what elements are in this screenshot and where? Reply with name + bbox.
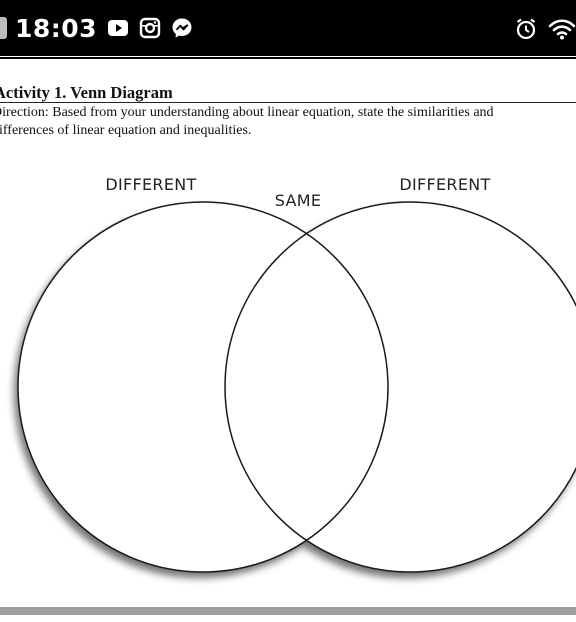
venn-right-circle <box>225 202 576 572</box>
messenger-icon <box>171 17 193 39</box>
venn-right-label: DIFFERENT <box>399 175 490 194</box>
venn-diagram: DIFFERENT SAME DIFFERENT <box>17 175 576 573</box>
back-icon[interactable] <box>0 17 7 39</box>
youtube-icon <box>107 17 129 39</box>
direction-line-1: Direction: Based from your understanding… <box>0 105 494 120</box>
instagram-icon <box>139 17 161 39</box>
venn-left-label: DIFFERENT <box>105 175 196 194</box>
status-time: 18:03 <box>15 13 98 43</box>
direction-line-2: differences of linear equation and inequ… <box>0 123 252 138</box>
alarm-icon <box>514 17 536 40</box>
page-title: Activity 1. Venn Diagram <box>0 83 173 102</box>
status-right <box>514 8 576 48</box>
wifi-icon <box>548 17 576 40</box>
status-separator <box>0 57 576 59</box>
status-bar: 18:03 <box>0 0 576 56</box>
direction-text: Direction: Based from your understanding… <box>0 104 576 140</box>
venn-right-outline <box>224 201 576 573</box>
venn-middle-label: SAME <box>275 191 322 210</box>
venn-left-outline <box>17 201 389 573</box>
document-page: Activity 1. Venn Diagram Direction: Base… <box>0 59 576 607</box>
bottom-scroll-bar[interactable] <box>0 607 576 615</box>
title-underline <box>0 102 576 103</box>
bottom-area <box>0 615 576 622</box>
status-left: 18:03 <box>0 8 203 48</box>
